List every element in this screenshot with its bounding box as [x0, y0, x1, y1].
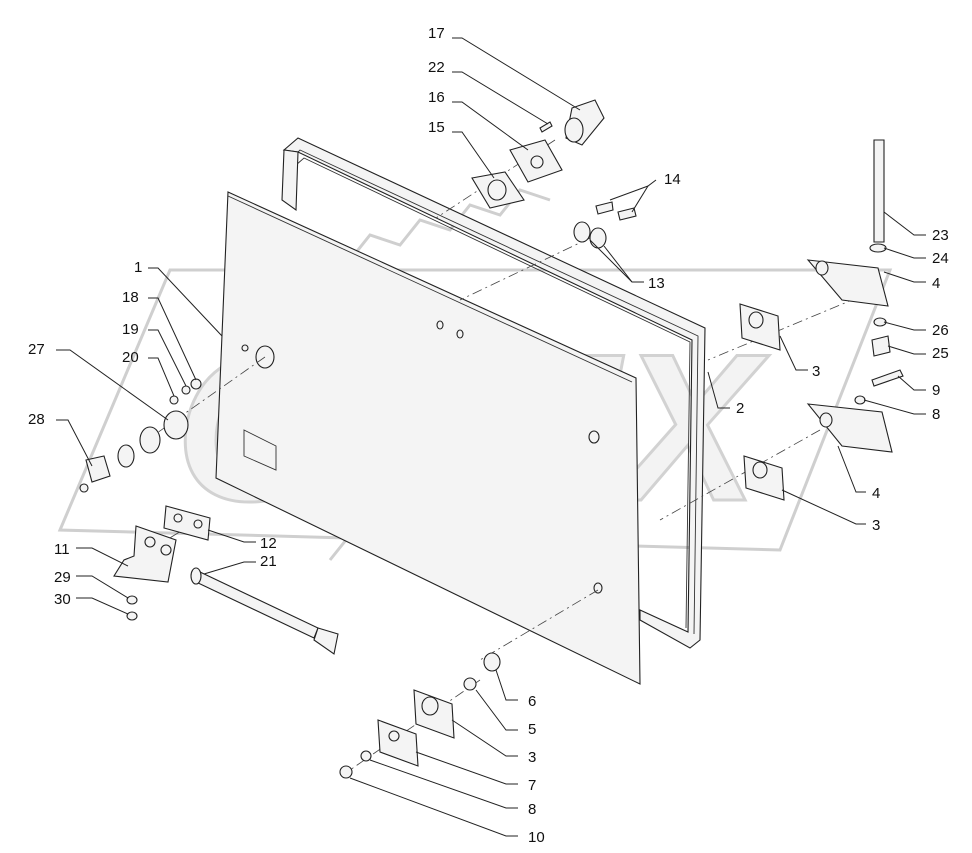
gas-strut-assembly [113, 505, 339, 655]
lower-latch-parts [339, 652, 501, 779]
callout-2: 2 [736, 400, 744, 417]
callout-19: 19 [122, 321, 139, 338]
callout-6: 6 [528, 693, 536, 710]
callout-3-bottom: 3 [528, 749, 536, 766]
callout-27: 27 [28, 341, 45, 358]
callout-4-upper: 4 [932, 275, 940, 292]
callout-7: 7 [528, 777, 536, 794]
callout-26: 26 [932, 322, 949, 339]
hinge-plates [739, 303, 785, 501]
callout-3-lower: 3 [872, 517, 880, 534]
callout-4-lower: 4 [872, 485, 880, 502]
callout-15: 15 [428, 119, 445, 136]
left-fittings [79, 378, 202, 493]
leader-lines [56, 37, 926, 837]
callout-11: 11 [54, 541, 70, 558]
callout-18: 18 [122, 289, 139, 306]
callout-21: 21 [260, 553, 277, 570]
door-seal-frame [281, 137, 706, 649]
callout-30: 30 [54, 591, 71, 608]
callout-24: 24 [932, 250, 949, 267]
callout-8-right: 8 [932, 406, 940, 423]
callout-14: 14 [664, 171, 681, 188]
callout-9: 9 [932, 382, 940, 399]
callout-28: 28 [28, 411, 45, 428]
callout-labels: 17 22 16 15 14 23 24 4 13 1 18 19 27 20 … [28, 25, 949, 846]
clips-and-screws [573, 201, 637, 249]
upper-hinge [806, 139, 891, 357]
callout-20: 20 [122, 349, 139, 366]
callout-13: 13 [648, 275, 665, 292]
callout-22: 22 [428, 59, 445, 76]
callout-17: 17 [428, 25, 445, 42]
callout-1: 1 [134, 259, 142, 276]
callout-29: 29 [54, 569, 71, 586]
lock-assembly [471, 99, 605, 209]
callout-25: 25 [932, 345, 949, 362]
lower-hinge [806, 369, 904, 453]
callout-8-bottom: 8 [528, 801, 536, 818]
callout-23: 23 [932, 227, 949, 244]
callout-12: 12 [260, 535, 277, 552]
callout-16: 16 [428, 89, 445, 106]
callout-5: 5 [528, 721, 536, 738]
callout-3-upper: 3 [812, 363, 820, 380]
callout-10: 10 [528, 829, 545, 846]
